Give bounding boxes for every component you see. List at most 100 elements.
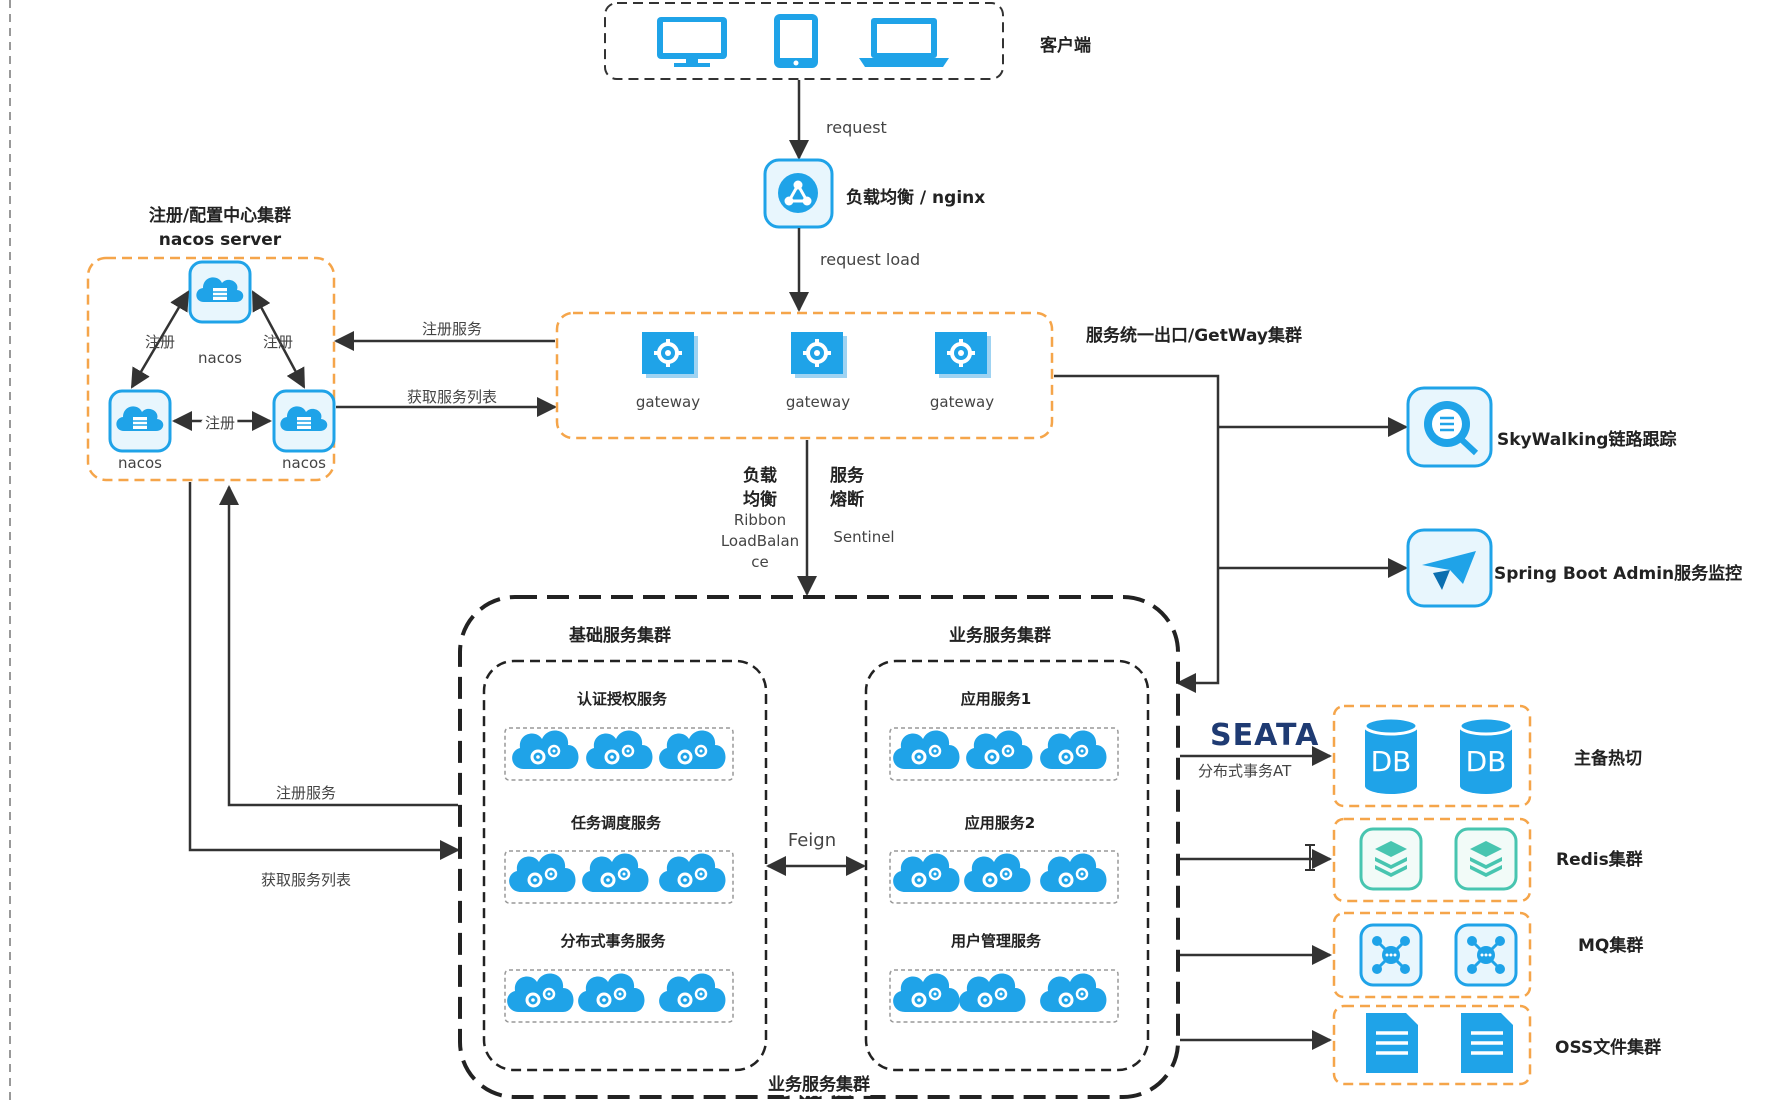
business-group-3-title: 用户管理服务 <box>951 932 1042 950</box>
circuit-break-annotation: 服务 熔断 Sentinel <box>830 465 895 546</box>
gateway-node-2-icon <box>789 330 849 380</box>
load-balance-annotation: 负载 均衡 Ribbon LoadBalan ce <box>721 465 799 571</box>
fetch-service-list-2-label: 获取服务列表 <box>261 871 351 889</box>
seata-label: 分布式事务AT <box>1198 762 1292 780</box>
business-group-3-instance-3-icon <box>1038 971 1108 1014</box>
mq-icon-2 <box>1454 923 1518 987</box>
monitor-icon <box>657 17 727 67</box>
basic-services-title: 基础服务集群 <box>568 625 671 646</box>
basic-group-1-instance-3-icon <box>657 728 727 771</box>
nacos-node-left-icon <box>108 389 172 453</box>
basic-group-3-instance-3-icon <box>657 971 727 1014</box>
service-cluster: 业务服务集群 基础服务集群 认证授权服务 任务调度服务 分布式事务服务 业务服务… <box>458 595 1180 1099</box>
basic-group-2-box <box>504 850 734 904</box>
register-service-2-label: 注册服务 <box>276 784 336 802</box>
gateway-node-3-label: gateway <box>930 393 994 411</box>
mq-cluster <box>1332 911 1532 999</box>
register-service-label: 注册服务 <box>422 320 482 338</box>
lb-title-1: 负载 <box>743 465 777 486</box>
nacos-node-left-label: nacos <box>118 454 162 472</box>
gateway-node-1-label: gateway <box>636 393 700 411</box>
business-services-title: 业务服务集群 <box>949 625 1051 646</box>
gateway-cluster-label: 服务统一出口/GetWay集群 <box>1086 325 1302 346</box>
spring-boot-admin-label: Spring Boot Admin服务监控 <box>1494 563 1742 584</box>
lb-detail-3: ce <box>751 553 768 571</box>
basic-group-1-title: 认证授权服务 <box>577 690 668 708</box>
nacos-link-bottom-label: 注册 <box>205 414 235 432</box>
mq-icon-1 <box>1359 923 1423 987</box>
basic-group-1-box <box>504 727 734 781</box>
basic-group-2-instance-2-icon <box>580 851 650 894</box>
mq-cluster-label: MQ集群 <box>1578 935 1643 956</box>
business-group-2-instance-3-icon <box>1038 851 1108 894</box>
nacos-cluster-box <box>86 256 336 482</box>
client-label: 客户端 <box>1039 35 1091 56</box>
nacos-cluster: 注册/配置中心集群 nacos server nacos nacos nacos… <box>86 205 336 482</box>
lb-detail-1: Ribbon <box>734 511 786 529</box>
nacos-cluster-subtitle: nacos server <box>159 230 282 250</box>
business-group-2-box <box>889 850 1119 904</box>
nacos-link-left <box>130 290 190 389</box>
request-load-label: request load <box>820 250 920 269</box>
basic-group-3-instance-2-icon <box>576 971 646 1014</box>
nacos-node-top-label: nacos <box>198 349 242 367</box>
business-group-1-title: 应用服务1 <box>961 690 1031 708</box>
skywalking-icon <box>1406 386 1493 468</box>
register-service-2-arrow <box>219 485 458 807</box>
oss-cluster-label: OSS文件集群 <box>1555 1037 1661 1058</box>
db-cluster-box <box>1332 704 1532 808</box>
gateway-node-3-icon <box>933 330 993 380</box>
basic-group-2-instance-3-icon <box>657 851 727 894</box>
request-label: request <box>826 118 887 137</box>
business-group-1-instance-3-icon <box>1038 728 1108 771</box>
business-group-3-instance-2-icon <box>957 971 1027 1014</box>
seata-logo: SEATA <box>1210 718 1319 753</box>
basic-group-2-instance-1-icon <box>507 851 577 894</box>
nacos-link-left-label: 注册 <box>145 333 175 351</box>
fetch-service-list-label: 获取服务列表 <box>407 388 497 406</box>
service-cluster-bottom-label: 业务服务集群 <box>768 1074 870 1095</box>
redis-cluster <box>1332 817 1532 903</box>
nacos-node-top-icon <box>188 260 252 324</box>
gateway-cluster: gateway gateway gateway <box>555 311 1054 440</box>
text-cursor-icon <box>1305 844 1315 871</box>
basic-services-box <box>482 659 768 1072</box>
oss-cluster <box>1332 1004 1532 1086</box>
basic-group-2-title: 任务调度服务 <box>570 814 662 832</box>
gateway-node-2-label: gateway <box>786 393 850 411</box>
db-cluster-label: 主备热切 <box>1574 748 1642 769</box>
mq-cluster-box <box>1332 911 1532 999</box>
business-group-3-instance-1-icon <box>891 971 961 1014</box>
business-group-1-instance-1-icon <box>891 728 961 771</box>
nacos-node-right-label: nacos <box>282 454 326 472</box>
business-group-2-instance-2-icon <box>962 851 1032 894</box>
laptop-icon <box>859 18 949 67</box>
basic-group-3-title: 分布式事务服务 <box>560 932 666 950</box>
basic-group-3-box <box>504 969 734 1023</box>
spring-boot-admin-icon <box>1406 528 1493 608</box>
cb-detail: Sentinel <box>833 528 894 546</box>
cb-title-2: 熔断 <box>830 489 864 510</box>
basic-group-1-instance-2-icon <box>584 728 654 771</box>
client-group: 客户端 <box>604 2 1091 80</box>
business-group-3-box <box>889 969 1119 1023</box>
lb-title-2: 均衡 <box>743 489 777 510</box>
nacos-node-right-icon <box>272 389 336 453</box>
redis-icon-2 <box>1454 827 1518 891</box>
skywalking-label: SkyWalking链路跟踪 <box>1497 429 1676 450</box>
redis-icon-1 <box>1359 827 1423 891</box>
business-services-box <box>864 659 1150 1072</box>
nacos-link-right <box>251 290 306 389</box>
redis-cluster-label: Redis集群 <box>1556 849 1643 870</box>
basic-group-1-instance-1-icon <box>510 728 580 771</box>
client-box <box>604 2 1004 80</box>
basic-group-3-instance-1-icon <box>505 971 575 1014</box>
lb-detail-2: LoadBalan <box>721 532 799 550</box>
oss-cluster-box <box>1332 1004 1532 1086</box>
business-group-1-box <box>889 727 1119 781</box>
cb-title-1: 服务 <box>830 465 865 486</box>
load-balancer-icon <box>763 158 834 229</box>
gateway-node-1-icon <box>640 330 700 380</box>
load-balancer-label: 负载均衡 / nginx <box>846 187 985 208</box>
